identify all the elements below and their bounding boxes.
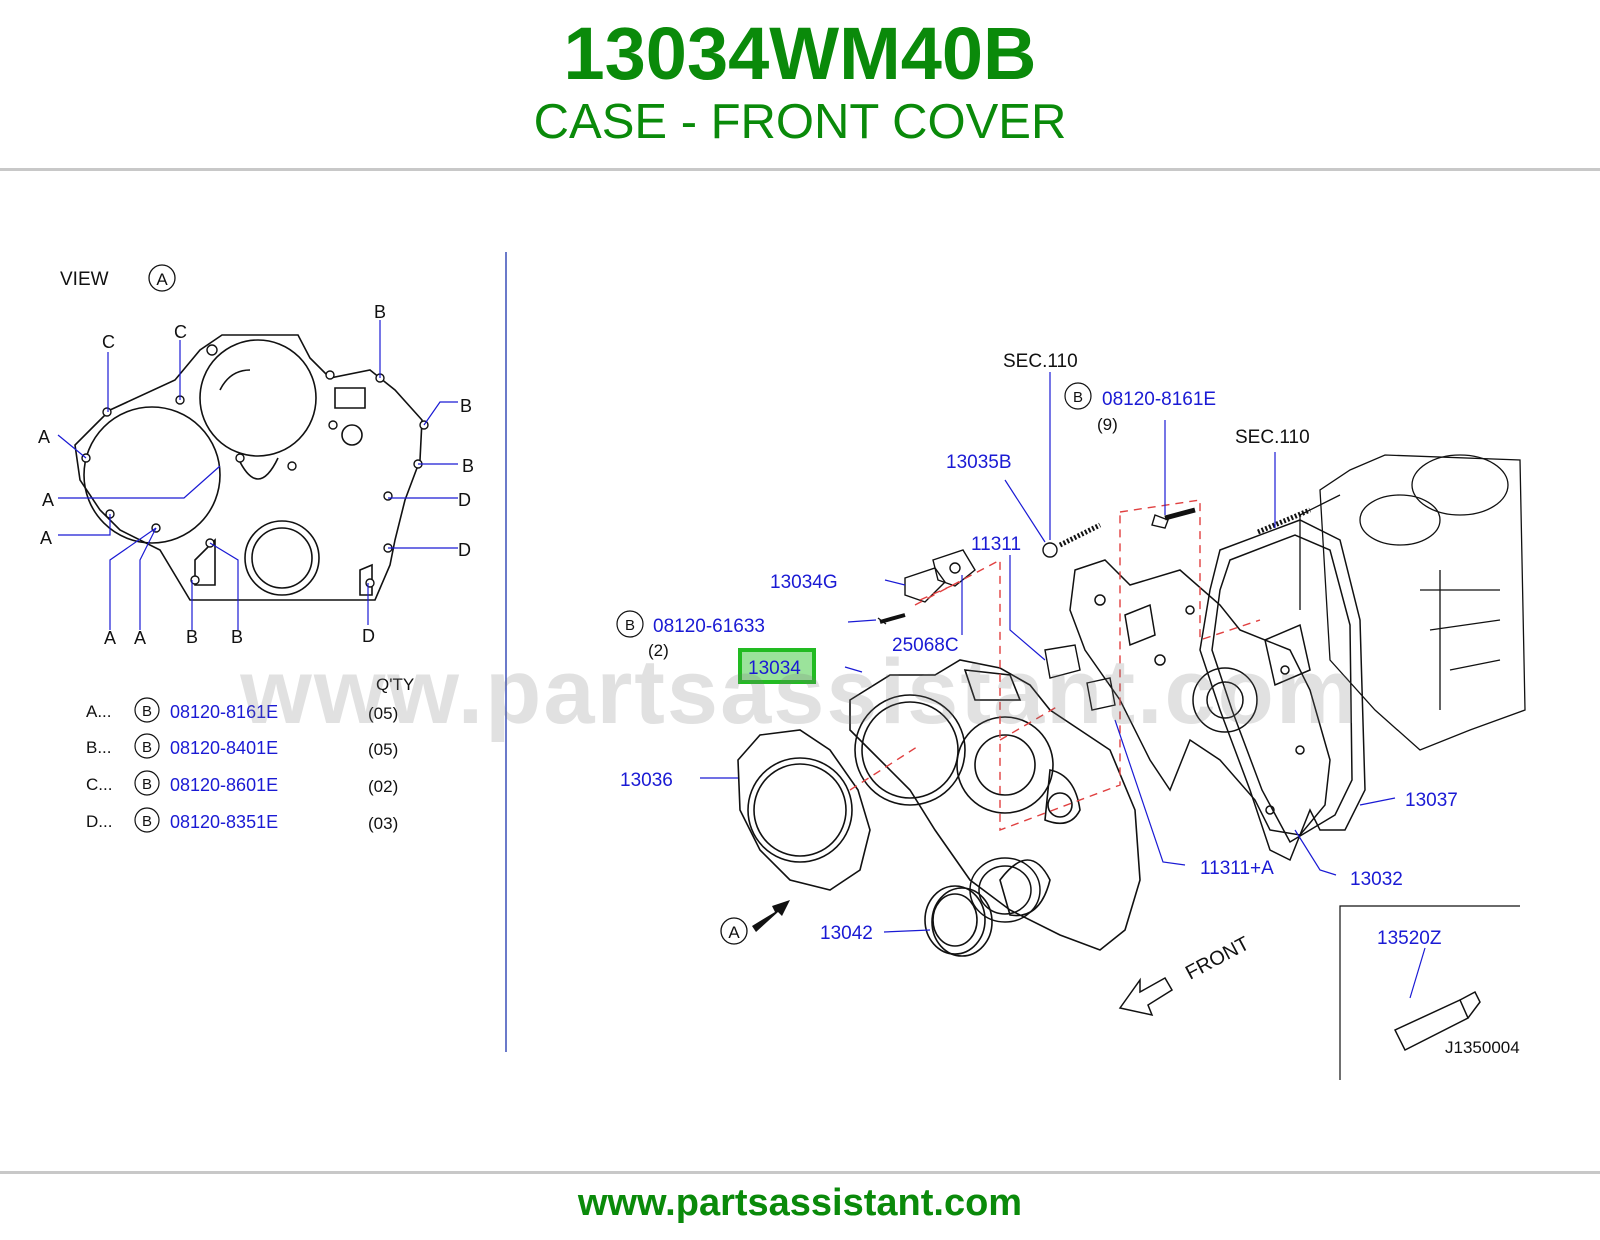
- bolt-marker-circle: [134, 807, 160, 833]
- qty-header: Q'TY: [376, 675, 414, 694]
- callout-d-right-1: D: [458, 490, 471, 510]
- bolt-part-link[interactable]: 08120-8401E: [170, 738, 278, 758]
- callout-d-bottom: D: [362, 626, 375, 646]
- view-a-panel: VIEW A: [38, 264, 474, 833]
- callout-a-bottom-1: A: [104, 628, 116, 648]
- bolt-row-a: A... B 08120-8161E (05): [86, 697, 398, 723]
- bolt-row-b: B... B 08120-8401E (05): [86, 733, 398, 759]
- bolt-top-marker-circle: [1064, 382, 1092, 410]
- sec-110-label-2: SEC.110: [1235, 427, 1310, 448]
- callout-a-left-2: A: [42, 490, 54, 510]
- bolt-row-key: A...: [86, 702, 112, 721]
- view-direction-arrow-icon: [752, 900, 790, 932]
- bolt-table: A... B 08120-8161E (05) B... B 08120-840…: [86, 697, 398, 833]
- front-arrow-icon: [1118, 976, 1174, 1017]
- part-name-subtitle: CASE - FRONT COVER: [533, 95, 1067, 149]
- view-marker: A: [156, 270, 168, 289]
- sealant-tube-drawing: [1393, 990, 1481, 1052]
- bolt-row-key: C...: [86, 775, 112, 794]
- plate-13032-drawing: [1069, 559, 1331, 836]
- view-a-callouts: C C B B B D D A A A A A B B D: [38, 302, 474, 648]
- callout-b-bottom-2: B: [231, 627, 243, 647]
- callout-d-right-2: D: [458, 540, 471, 560]
- footer-url[interactable]: www.partsassistant.com: [577, 1182, 1023, 1224]
- view-a-arrow: A: [720, 900, 790, 945]
- bolt-qty: (02): [368, 777, 398, 796]
- gasket-13036-drawing: [737, 729, 871, 891]
- front-cover-13034-drawing: [849, 659, 1141, 951]
- bolt-marker-circle: [134, 697, 160, 723]
- exploded-view: A FRONT SEC.110 B 08120-8161E (9) SEC.11…: [616, 351, 1526, 1080]
- bolt-marker: B: [142, 703, 152, 720]
- bolt-left-qty: (2): [648, 641, 669, 660]
- bolt-qty: (05): [368, 704, 398, 723]
- inset-box: [1339, 905, 1520, 1080]
- part-13036-link[interactable]: 13036: [620, 770, 673, 791]
- part-13037-link[interactable]: 13037: [1405, 790, 1458, 811]
- bolt-top-qty: (9): [1097, 415, 1118, 434]
- bolt-part-link[interactable]: 08120-8351E: [170, 812, 278, 832]
- header-divider: [0, 168, 1600, 171]
- part-13035b-link[interactable]: 13035B: [946, 452, 1012, 473]
- oil-seal-13042-drawing: [924, 885, 993, 957]
- part-13034g-link[interactable]: 13034G: [770, 572, 838, 593]
- part-13034-selected-link[interactable]: 13034: [748, 658, 801, 679]
- part-13042-link[interactable]: 13042: [820, 923, 873, 944]
- callout-b-top: B: [374, 302, 386, 322]
- callout-b-right-2: B: [462, 456, 474, 476]
- view-arrow-marker: A: [728, 923, 740, 942]
- part-25068c-link[interactable]: 25068C: [892, 635, 959, 656]
- bolt-left-marker-circle: [616, 610, 644, 638]
- bolt-top-part-link[interactable]: 08120-8161E: [1102, 389, 1216, 410]
- part-11311a-link[interactable]: 11311+A: [1200, 858, 1274, 879]
- callout-c-2: C: [174, 322, 187, 342]
- parts-diagram: VIEW A: [0, 230, 1600, 1090]
- main-leader-lines: [700, 372, 1426, 999]
- part-number-title: 13034WM40B: [563, 12, 1037, 95]
- small-gaskets-drawing: [904, 549, 1116, 711]
- bolt-marker: B: [142, 813, 152, 830]
- bolt-part-link[interactable]: 08120-8601E: [170, 775, 278, 795]
- sec-110-label-1: SEC.110: [1003, 351, 1078, 372]
- view-marker-circle: [148, 264, 176, 292]
- view-a-gasket-drawing: [74, 334, 423, 601]
- part-11311-link[interactable]: 11311: [971, 534, 1021, 555]
- callout-b-right-1: B: [460, 396, 472, 416]
- bolt-row-d: D... B 08120-8351E (03): [86, 807, 398, 833]
- bolt-left-marker: B: [625, 617, 635, 634]
- bolt-row-key: D...: [86, 812, 112, 831]
- bolt-top-marker: B: [1073, 389, 1083, 406]
- bolts-studs-drawing: [877, 507, 1311, 625]
- bolt-qty: (03): [368, 814, 398, 833]
- callout-b-bottom-1: B: [186, 627, 198, 647]
- bolt-marker-circle: [134, 733, 160, 759]
- view-arrow-circle: [720, 917, 748, 945]
- bolt-marker: B: [142, 776, 152, 793]
- view-a-leader-lines: [57, 320, 458, 630]
- alignment-dashes: [849, 499, 1261, 832]
- bolt-marker: B: [142, 739, 152, 756]
- bolt-marker-circle: [134, 770, 160, 796]
- callout-a-left-3: A: [40, 528, 52, 548]
- bolt-row-key: B...: [86, 738, 112, 757]
- gasket-13037-drawing: [1199, 519, 1366, 862]
- callout-a-bottom-2: A: [134, 628, 146, 648]
- view-label: VIEW: [60, 269, 109, 290]
- bolt-row-c: C... B 08120-8601E (02): [86, 770, 398, 796]
- diagram-id: J1350004: [1445, 1038, 1520, 1057]
- part-13520z-link[interactable]: 13520Z: [1377, 928, 1442, 949]
- callout-a-left-1: A: [38, 427, 50, 447]
- callout-c-1: C: [102, 332, 115, 352]
- selected-part-highlight: [738, 648, 816, 684]
- bolt-left-part-link[interactable]: 08120-61633: [653, 616, 765, 637]
- engine-block-drawing: [1299, 454, 1526, 751]
- part-13032-link[interactable]: 13032: [1350, 869, 1403, 890]
- bolt-qty: (05): [368, 740, 398, 759]
- footer-divider: [0, 1171, 1600, 1174]
- bolt-part-link[interactable]: 08120-8161E: [170, 702, 278, 722]
